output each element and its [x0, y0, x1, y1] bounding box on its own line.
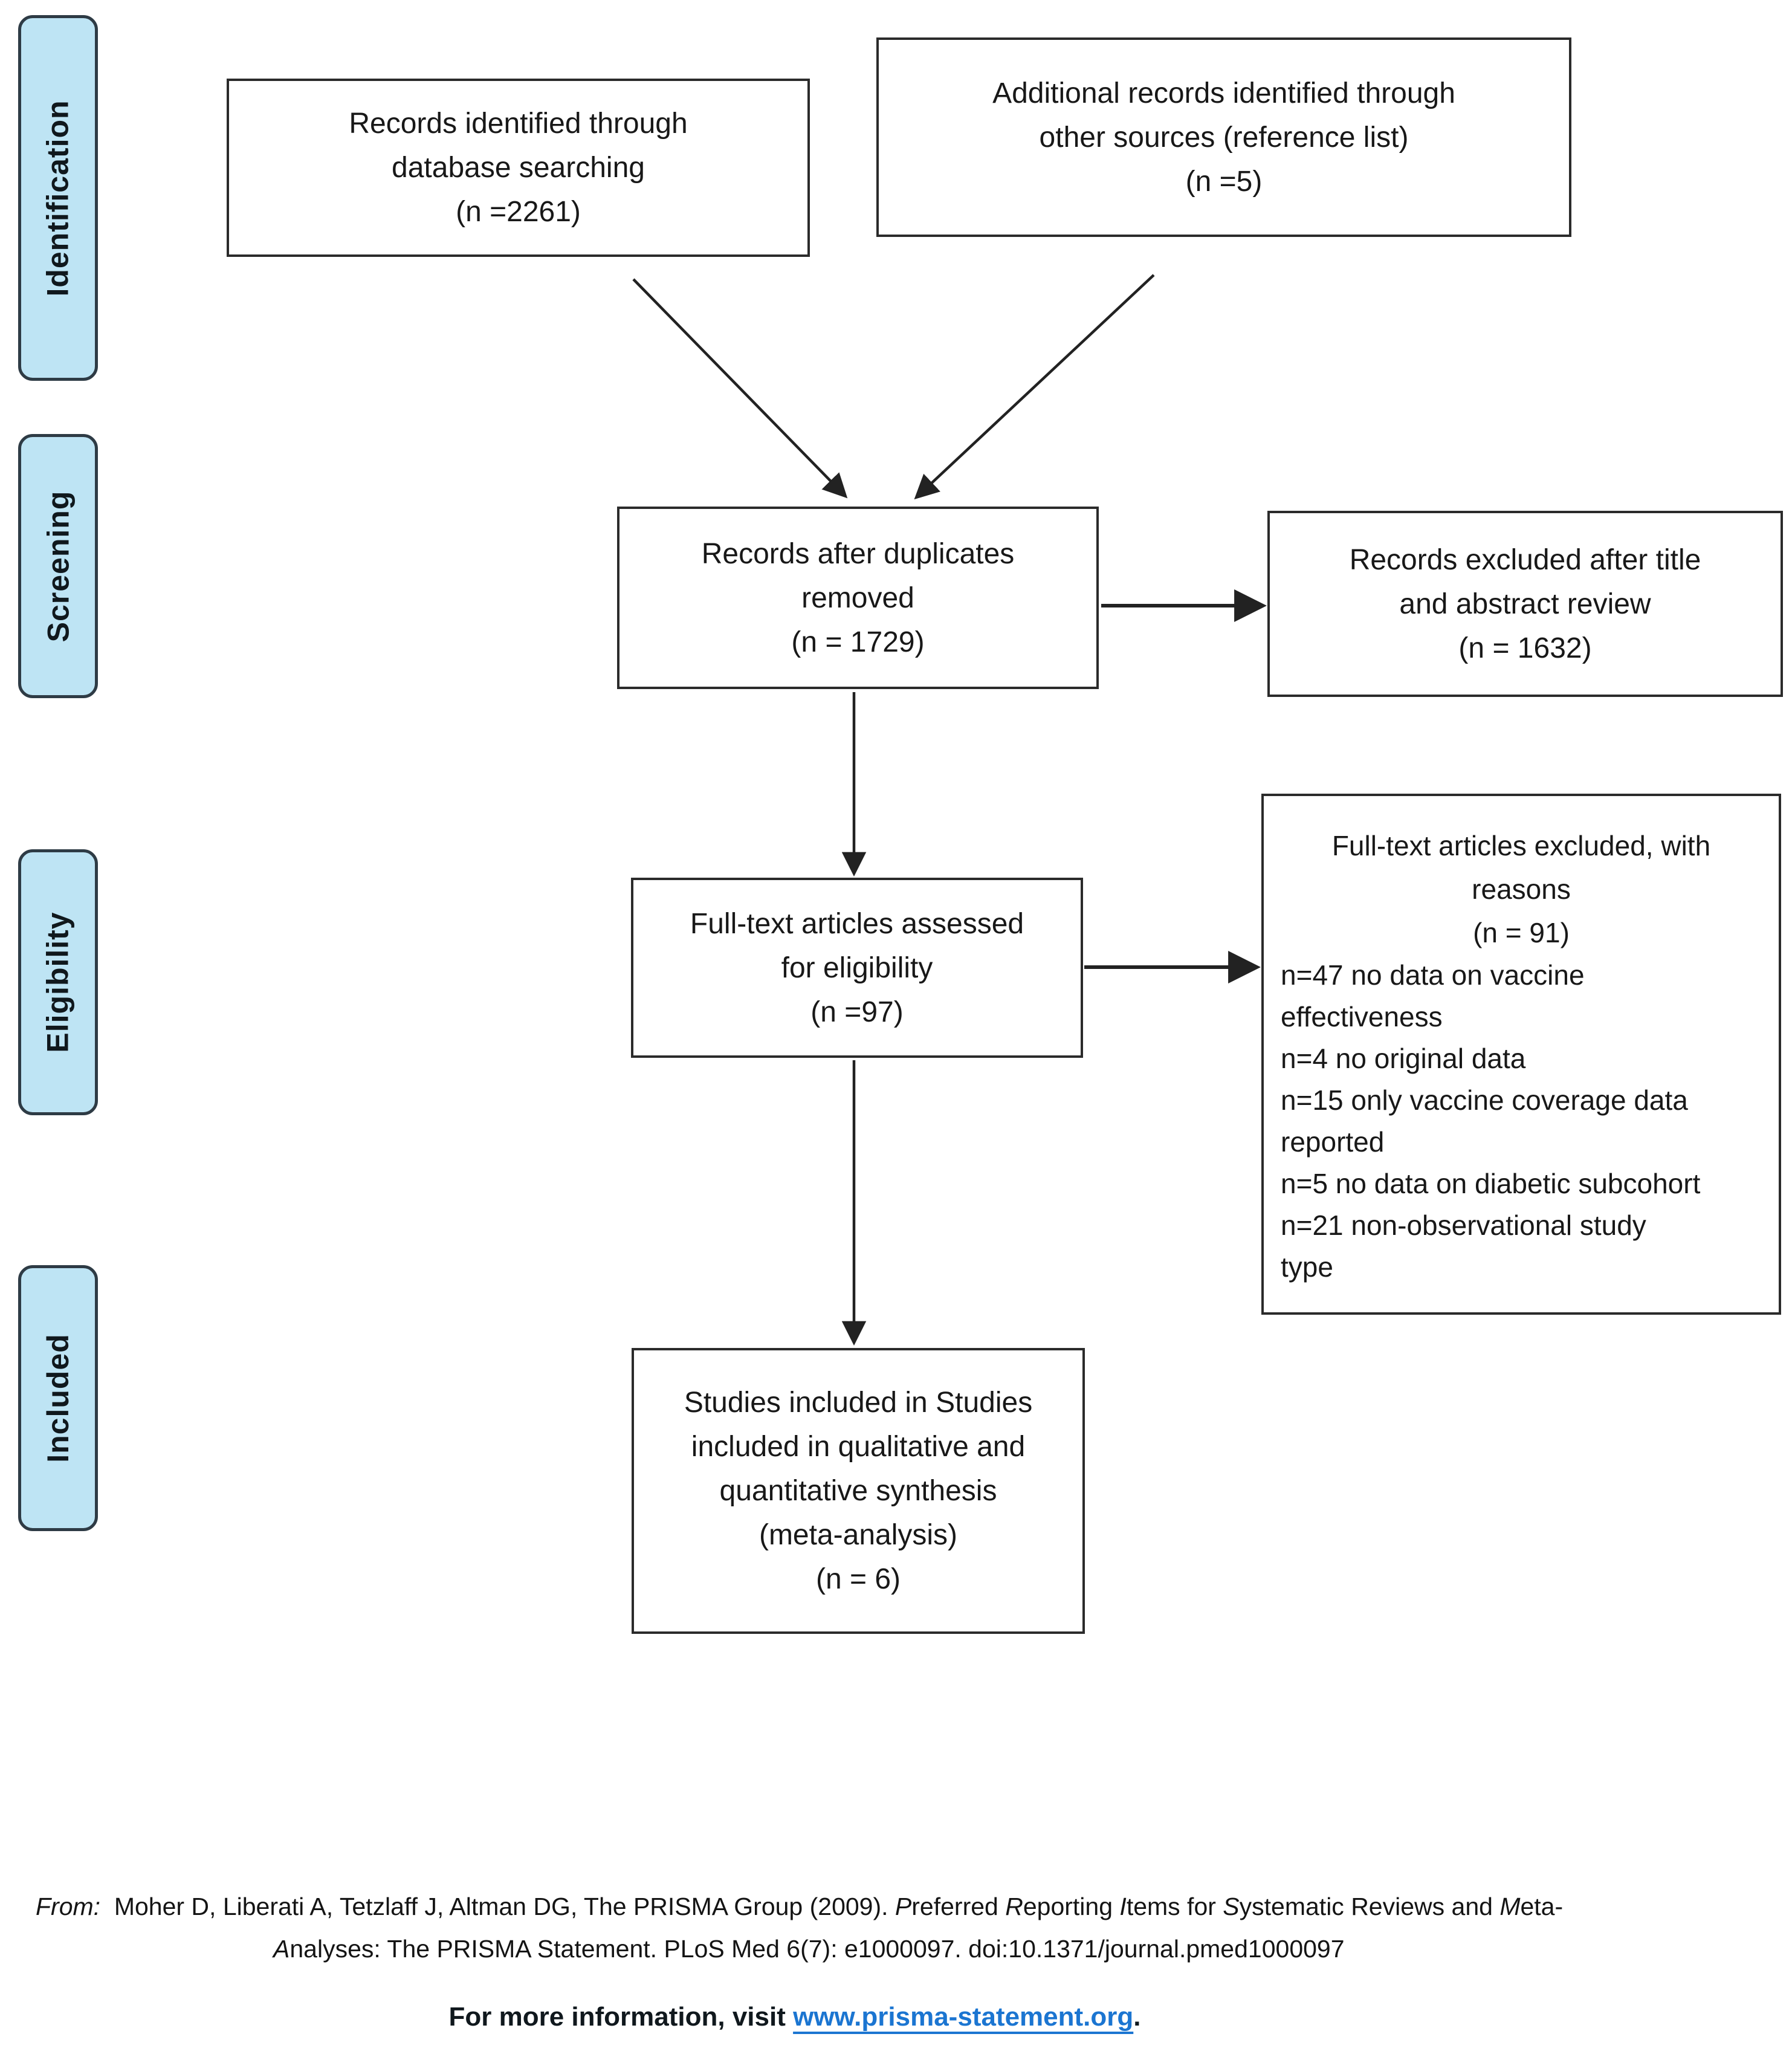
prisma-statement-link[interactable]: www.prisma-statement.org — [793, 2002, 1134, 2032]
text-line: Records after duplicates — [701, 537, 1015, 570]
text-line: (n =2261) — [456, 196, 581, 228]
text-line: Records identified through — [349, 108, 688, 140]
stage-included: Included — [18, 1265, 98, 1531]
info-text: For more information, visit — [448, 2002, 794, 2032]
text-line: n=5 no data on diabetic subcohort — [1281, 1168, 1701, 1199]
text-line: (n = 6) — [815, 1563, 901, 1595]
citation-segment: A — [273, 1935, 290, 1963]
text-line: (n = 1632) — [1458, 632, 1592, 664]
box-fulltext-assessed: Full-text articles assessed for eligibili… — [631, 878, 1083, 1058]
stage-screening: Screening — [18, 434, 98, 698]
text-line: database searching — [392, 152, 645, 184]
text-line: n=4 no original data — [1281, 1043, 1526, 1074]
citation-segment: referred — [911, 1893, 1006, 1920]
citation-segment: From: — [36, 1893, 101, 1920]
arrow-identified-to-duplicates — [632, 278, 848, 499]
text-line: (meta-analysis) — [759, 1519, 958, 1551]
citation-segment: eta- — [1520, 1893, 1564, 1920]
text-line: n=21 non-observational study — [1281, 1210, 1646, 1241]
citation-segment: I — [1119, 1893, 1127, 1920]
box-records-excluded: Records excluded after title and abstract… — [1267, 511, 1783, 697]
text-line: effectiveness — [1281, 1001, 1443, 1032]
stage-included-label: Included — [41, 1333, 76, 1463]
fulltext-excluded-header: Full-text articles excluded, with reasons… — [1281, 824, 1762, 954]
citation-segment: ystematic Reviews and — [1239, 1893, 1500, 1920]
stage-identification: Identification — [18, 15, 98, 381]
citation-segment: M — [1499, 1893, 1521, 1920]
info-line: For more information, visit www.prisma-s… — [0, 2002, 1590, 2032]
box-records-identified: Records identified through database searc… — [227, 79, 810, 257]
text-line: removed — [801, 581, 914, 614]
text-line: (n = 91) — [1473, 917, 1570, 948]
text-line: Additional records identified through — [992, 77, 1455, 109]
text-line: reasons — [1472, 873, 1571, 905]
text-line: type — [1281, 1251, 1333, 1283]
text-line: for eligibility — [781, 951, 933, 984]
text-line: (n = 1729) — [791, 626, 925, 658]
text-line: Full-text articles excluded, with — [1331, 830, 1711, 861]
stage-eligibility-label: Eligibility — [41, 912, 75, 1053]
stage-identification-label: Identification — [41, 99, 76, 297]
text-line: Records excluded after title — [1349, 543, 1701, 576]
text-line: other sources (reference list) — [1039, 121, 1409, 154]
citation-segment: nalyses: The PRISMA Statement. PLoS Med … — [290, 1935, 1345, 1963]
box-records-after-duplicates: Records after duplicates removed (n = 1729… — [617, 507, 1099, 689]
text-line: Full-text articles assessed — [690, 907, 1024, 940]
info-suffix: . — [1133, 2002, 1141, 2032]
text-line: reported — [1281, 1126, 1385, 1158]
citation-segment: P — [894, 1893, 912, 1920]
stage-eligibility: Eligibility — [18, 849, 98, 1115]
text-line: n=47 no data on vaccine — [1281, 959, 1585, 991]
citation-line-2: Analyses: The PRISMA Statement. PLoS Med… — [273, 1933, 1784, 1965]
box-additional-records: Additional records identified through oth… — [876, 37, 1571, 237]
text-line: (n =5) — [1185, 165, 1263, 198]
box-fulltext-excluded: Full-text articles excluded, with reasons… — [1261, 794, 1781, 1315]
text-line: Studies included in Studies — [684, 1387, 1033, 1419]
stage-screening-label: Screening — [41, 490, 75, 642]
arrow-additional-to-duplicates — [914, 274, 1155, 500]
box-studies-included: Studies included in Studies included in q… — [632, 1348, 1085, 1634]
text-line: (n =97) — [810, 996, 904, 1028]
text-line: n=15 only vaccine coverage data — [1281, 1084, 1688, 1116]
citation-segment: S — [1223, 1893, 1240, 1920]
citation-segment: tems for — [1126, 1893, 1223, 1920]
fulltext-excluded-reasons: n=47 no data on vaccine effectiveness n=4 … — [1281, 954, 1762, 1288]
text-line: quantitative synthesis — [719, 1475, 997, 1507]
text-line: included in qualitative and — [691, 1431, 1026, 1463]
citation-segment: R — [1005, 1893, 1023, 1920]
text-line: and abstract review — [1399, 588, 1651, 620]
citation-segment: eporting — [1023, 1893, 1120, 1920]
citation-line-1: From: Moher D, Liberati A, Tetzlaff J, A… — [36, 1891, 1776, 1922]
citation-segment: Moher D, Liberati A, Tetzlaff J, Altman … — [100, 1893, 895, 1920]
